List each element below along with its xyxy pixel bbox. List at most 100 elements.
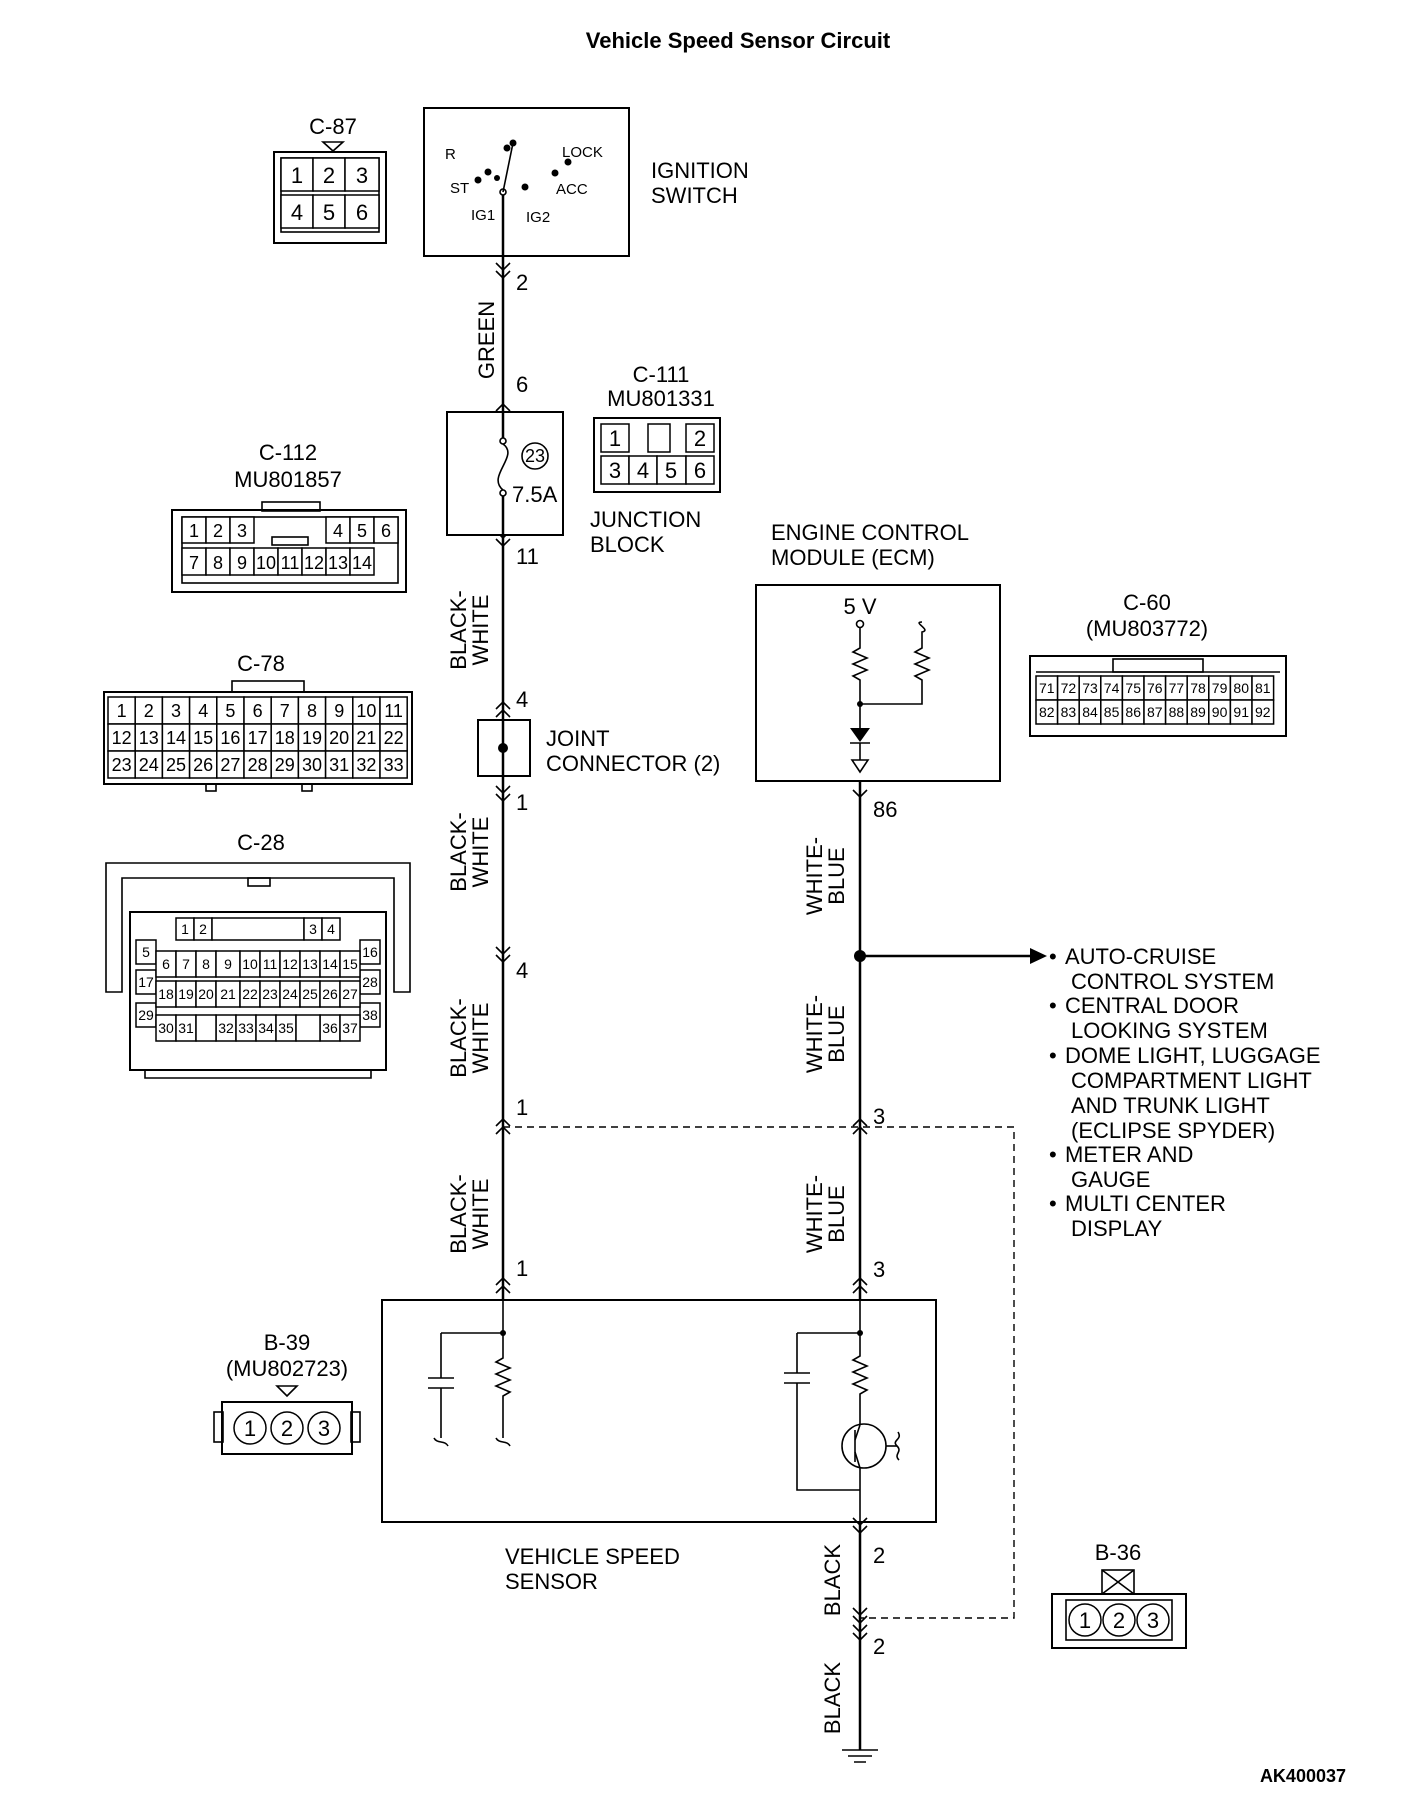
pin-label: 7 xyxy=(280,701,290,721)
pin-label: 35 xyxy=(278,1020,294,1036)
svg-text:3: 3 xyxy=(609,458,621,483)
pin-cell xyxy=(211,917,305,941)
branch-destinations: • AUTO-CRUISE CONTROL SYSTEM • CENTRAL D… xyxy=(1049,944,1321,1241)
pin-c28-out: 1 xyxy=(516,1095,528,1120)
svg-text:3: 3 xyxy=(237,521,247,541)
ignition-switch-label-1: IGNITION xyxy=(651,158,749,183)
wire-color-green: GREEN xyxy=(474,301,499,379)
ignition-switch: R LOCK ST ACC IG1 IG2 IGNITION SWITCH xyxy=(423,107,749,257)
pin-label: 14 xyxy=(166,728,186,748)
c78-name: C-78 xyxy=(237,651,285,676)
pin-label: 13 xyxy=(302,956,318,972)
ecm: ENGINE CONTROL MODULE (ECM) 5 V xyxy=(755,520,1001,795)
pin-label: 10 xyxy=(242,956,258,972)
svg-text:LOOKING SYSTEM: LOOKING SYSTEM xyxy=(1071,1018,1268,1043)
pin-label: 31 xyxy=(329,755,349,775)
pin-label: 4 xyxy=(327,921,335,937)
position-st: ST xyxy=(450,180,469,197)
pin-label: 17 xyxy=(138,974,154,990)
pin-label: 15 xyxy=(193,728,213,748)
svg-text:4: 4 xyxy=(291,200,303,225)
joint-connector: JOINT CONNECTOR (2) xyxy=(477,719,720,777)
pin-jc-in: 4 xyxy=(516,687,528,712)
svg-text:(ECLIPSE SPYDER): (ECLIPSE SPYDER) xyxy=(1071,1118,1275,1143)
pin-label: 16 xyxy=(220,728,240,748)
svg-text:WHITE: WHITE xyxy=(468,1003,493,1074)
pin-cell xyxy=(215,950,241,978)
pin-label: 84 xyxy=(1082,704,1098,720)
pin-label: 89 xyxy=(1190,704,1206,720)
svg-text:2: 2 xyxy=(213,521,223,541)
destination-meter-gauge: • METER AND GAUGE xyxy=(1049,1142,1193,1192)
pin-label: 11 xyxy=(384,701,403,721)
svg-text:BLUE: BLUE xyxy=(824,1185,849,1242)
right-wire xyxy=(852,789,1047,1300)
pin-label: 18 xyxy=(275,728,295,748)
pin-label: 82 xyxy=(1039,704,1055,720)
ground-wire xyxy=(842,1517,878,1763)
pin-cell xyxy=(216,696,245,725)
pin-label: 87 xyxy=(1147,704,1163,720)
pin-label: 13 xyxy=(139,728,159,748)
svg-text:MULTI CENTER: MULTI CENTER xyxy=(1065,1191,1226,1216)
pin-vss-2: 2 xyxy=(873,1543,885,1568)
pin-label: 33 xyxy=(238,1020,254,1036)
pin-label: 1 xyxy=(181,921,189,937)
ground-icon xyxy=(842,1749,878,1763)
pin-label: 15 xyxy=(342,956,358,972)
svg-text:6: 6 xyxy=(356,200,368,225)
pin-cell xyxy=(339,1014,361,1042)
wire-color-wb3: WHITE- BLUE xyxy=(802,1175,849,1253)
svg-text:2: 2 xyxy=(281,1416,293,1441)
pin-label: 79 xyxy=(1212,680,1228,696)
pin-label: 23 xyxy=(112,755,132,775)
svg-text:•: • xyxy=(1049,1142,1057,1167)
pin-label: 26 xyxy=(193,755,213,775)
pin-label: 6 xyxy=(162,956,170,972)
pin-label: 74 xyxy=(1104,680,1120,696)
pin-label: 25 xyxy=(166,755,186,775)
pin-label: 27 xyxy=(220,755,240,775)
junction-block-label-1: JUNCTION xyxy=(590,507,701,532)
wire-color-bw4: BLACK- WHITE xyxy=(446,1174,493,1253)
svg-text:WHITE-: WHITE- xyxy=(802,1175,827,1253)
vehicle-speed-sensor: VEHICLE SPEED SENSOR xyxy=(381,1299,937,1594)
pin-label: 3 xyxy=(171,701,181,721)
wire-color-bw2: BLACK- WHITE xyxy=(446,812,493,891)
shield-wire xyxy=(503,1126,1015,1619)
pin-label: 5 xyxy=(142,944,150,960)
fuse-rating: 7.5A xyxy=(512,482,558,507)
pin-label: 4 xyxy=(198,701,208,721)
svg-text:7: 7 xyxy=(189,553,199,573)
pin-vss-1: 1 xyxy=(516,1256,528,1281)
svg-text:WHITE: WHITE xyxy=(468,817,493,888)
svg-text:BLACK-: BLACK- xyxy=(446,998,471,1077)
pin-label: 85 xyxy=(1104,704,1120,720)
pin-label: 21 xyxy=(356,728,376,748)
wire-color-bw3: BLACK- WHITE xyxy=(446,998,493,1077)
ecm-voltage: 5 V xyxy=(843,594,876,619)
pin-cell xyxy=(161,696,191,725)
c60-name: C-60 xyxy=(1123,590,1171,615)
pin-label: 1 xyxy=(117,701,127,721)
wire-color-black2: BLACK xyxy=(820,1662,845,1734)
ecm-label-2: MODULE (ECM) xyxy=(771,545,935,570)
svg-text:6: 6 xyxy=(381,521,391,541)
c87-name: C-87 xyxy=(309,114,357,139)
connector-c111: C-111 MU801331 1 2 3 4 5 6 xyxy=(593,362,721,493)
pin-label: 32 xyxy=(218,1020,234,1036)
pin-cell xyxy=(188,750,218,779)
c60-part: (MU803772) xyxy=(1086,616,1208,641)
pin-label: 92 xyxy=(1255,704,1271,720)
pin-label: 2 xyxy=(144,701,154,721)
junction-block-label-2: BLOCK xyxy=(590,532,665,557)
svg-text:5: 5 xyxy=(357,521,367,541)
pin-cell xyxy=(379,723,408,752)
svg-text:GAUGE: GAUGE xyxy=(1071,1167,1150,1192)
connector-c87: C-87 1 2 3 4 5 6 xyxy=(273,114,387,244)
svg-text:AND TRUNK LIGHT: AND TRUNK LIGHT xyxy=(1071,1093,1270,1118)
pin-cell xyxy=(134,696,164,725)
pin-label: 29 xyxy=(275,755,295,775)
